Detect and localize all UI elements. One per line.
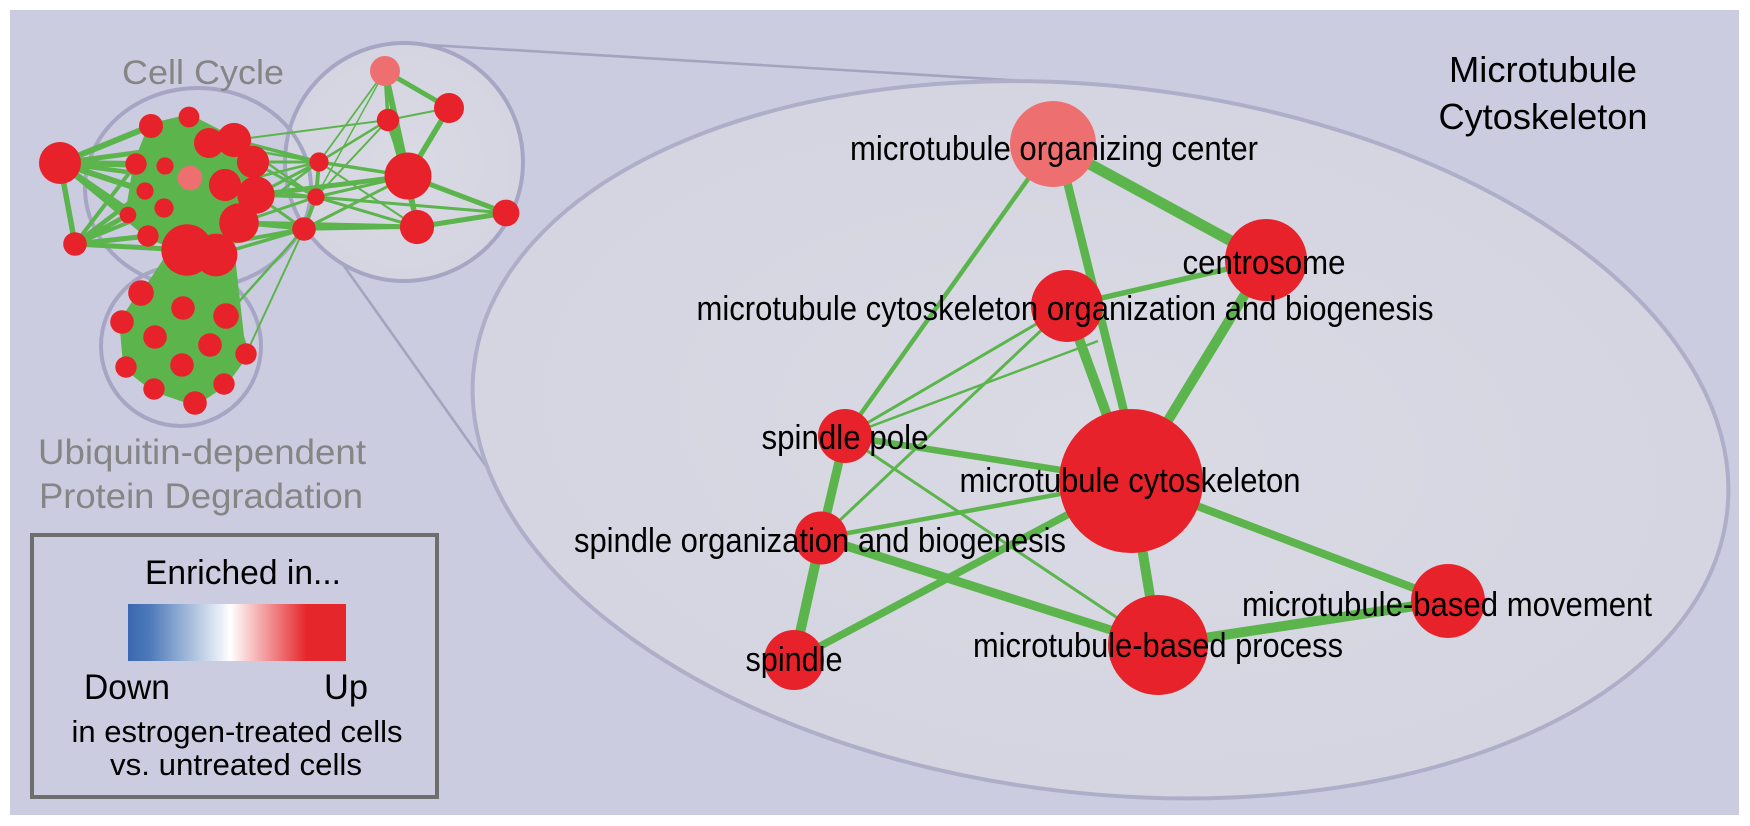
- svg-text:vs. untreated cells: vs. untreated cells: [110, 747, 362, 782]
- svg-text:centrosome: centrosome: [1183, 244, 1346, 282]
- svg-text:Enriched in...: Enriched in...: [145, 554, 341, 592]
- svg-text:spindle: spindle: [746, 641, 843, 679]
- svg-text:microtubule-based process: microtubule-based process: [973, 627, 1343, 665]
- svg-text:spindle pole: spindle pole: [762, 419, 929, 457]
- svg-text:microtubule-based movement: microtubule-based movement: [1242, 586, 1652, 624]
- svg-text:in estrogen-treated cells: in estrogen-treated cells: [72, 714, 403, 749]
- svg-text:microtubule organizing center: microtubule organizing center: [850, 130, 1258, 168]
- svg-text:microtubule cytoskeleton: microtubule cytoskeleton: [960, 462, 1301, 500]
- svg-text:Cytoskeleton: Cytoskeleton: [1439, 96, 1648, 137]
- svg-text:Up: Up: [324, 668, 368, 707]
- svg-text:Protein Degradation: Protein Degradation: [39, 477, 363, 516]
- svg-text:Microtubule: Microtubule: [1449, 49, 1637, 90]
- svg-text:Cell Cycle: Cell Cycle: [122, 54, 284, 92]
- svg-text:Down: Down: [84, 668, 170, 707]
- svg-text:microtubule cytoskeleton organ: microtubule cytoskeleton organization an…: [697, 290, 1434, 328]
- svg-text:spindle organization and bioge: spindle organization and biogenesis: [574, 522, 1066, 560]
- svg-text:Ubiquitin-dependent: Ubiquitin-dependent: [38, 433, 366, 472]
